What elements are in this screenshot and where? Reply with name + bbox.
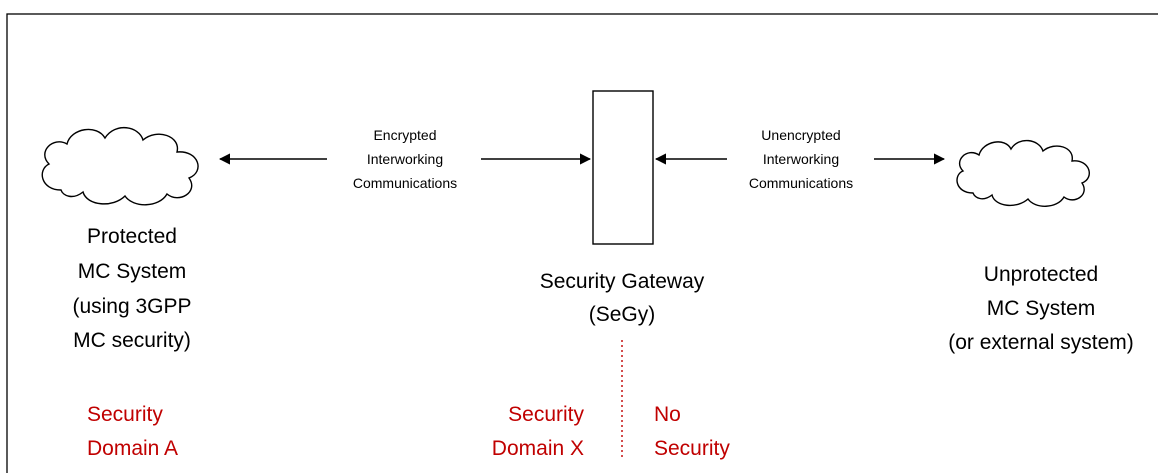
domain-a-label-line2: Domain A	[87, 437, 178, 460]
no-security-label-line2: Security	[654, 437, 730, 460]
right-link-label-line2: Interworking	[763, 151, 839, 167]
left-system-label-line3: (using 3GPP	[72, 295, 191, 318]
domain-x-label-line2: Domain X	[492, 437, 584, 460]
left-system-label-line1: Protected	[87, 225, 177, 248]
left-link-label-line1: Encrypted	[373, 127, 436, 143]
left-system-label-line2: MC System	[78, 260, 187, 283]
security-gateway-box	[592, 90, 654, 245]
left-link-label-line2: Interworking	[367, 151, 443, 167]
left-system-label-line4: MC security)	[73, 329, 191, 352]
domain-a-label-line1: Security	[87, 403, 163, 426]
domain-x-label-line1: Security	[508, 403, 584, 426]
gateway-label-line1: Security Gateway	[540, 270, 705, 293]
left-link-label-line3: Communications	[353, 175, 457, 191]
no-security-label-line1: No	[654, 403, 681, 426]
right-link-label-line1: Unencrypted	[761, 127, 840, 143]
right-cloud-icon	[956, 139, 1090, 207]
right-link-label-line3: Communications	[749, 175, 853, 191]
gateway-label-line2: (SeGy)	[589, 303, 656, 326]
right-system-label-line2: MC System	[987, 297, 1096, 320]
right-system-label-line1: Unprotected	[984, 263, 1098, 286]
left-cloud-icon	[41, 127, 199, 206]
diagram-frame	[6, 13, 1158, 473]
right-system-label-line3: (or external system)	[948, 331, 1134, 354]
